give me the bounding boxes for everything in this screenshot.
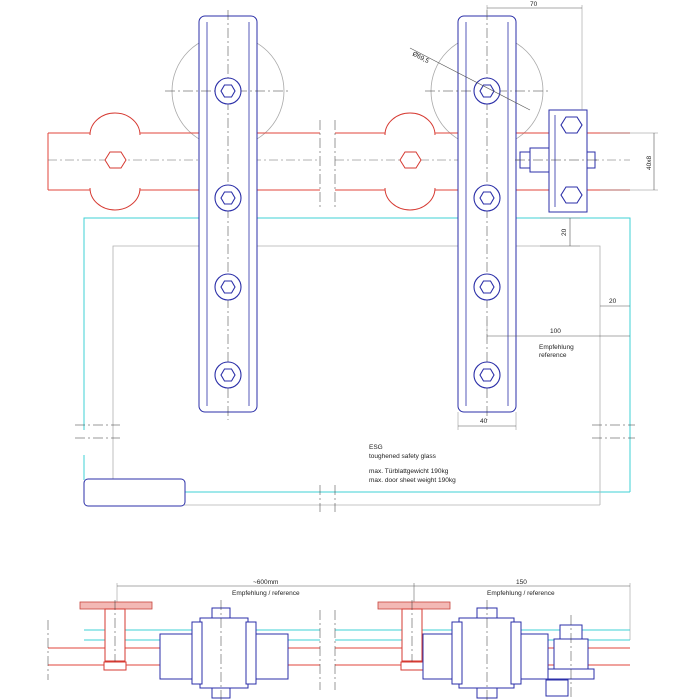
dimension-20-horizontal: 20 (600, 298, 630, 307)
right-hanger-bolt-icon (473, 273, 501, 301)
dimension-diameter-label: Ø69,5 (411, 51, 430, 66)
dimension-100: 100 Empfehlung reference (486, 320, 630, 359)
glass-subtitle: toughened safety glass (369, 453, 437, 460)
plan-view: ~600mm Empfehlung / reference 150 Empfeh… (47, 579, 631, 700)
weight-de: max. Türblattgewicht 190kg (369, 468, 449, 475)
dimension-100-label: 100 (550, 328, 561, 335)
dimension-70-label: 70 (530, 1, 538, 8)
left-hanger-strap (165, 10, 290, 420)
front-view: 70 Ø69,5 40x8 20 20 100 Empfehlung (47, 1, 658, 512)
dimension-20-horizontal-label: 20 (609, 298, 617, 305)
right-stopper (384, 112, 436, 211)
left-hanger-bolt-icon (214, 77, 242, 105)
dimension-40x8-label: 40x8 (646, 156, 653, 170)
plan-right-carriage (422, 600, 549, 700)
dimension-70: 70 (486, 1, 583, 110)
left-hanger-bolt-icon (214, 184, 242, 212)
wall-bracket-bottom-hex-icon (560, 186, 583, 204)
plan-wall-bracket (545, 615, 595, 700)
dimension-40: 40 (457, 412, 517, 430)
dimension-150-label: 150 (516, 579, 527, 586)
recommendation-de-label: Empfehlung (539, 344, 574, 351)
right-hanger-bolt-icon (473, 77, 501, 105)
glass-notes: ESG toughened safety glass max. Türblatt… (369, 444, 456, 484)
glass-title: ESG (369, 444, 383, 451)
left-hanger-bolt-icon (214, 273, 242, 301)
recommendation-en-label: reference (539, 352, 567, 359)
dimension-150-recommendation: Empfehlung / reference (487, 590, 555, 597)
dimension-40-label: 40 (480, 418, 488, 425)
dimension-20-vertical-label: 20 (561, 228, 568, 236)
left-stopper (89, 112, 141, 211)
dimension-40x8: 40x8 (600, 132, 658, 191)
right-hanger-strap (425, 10, 550, 420)
floor-guide (83, 478, 186, 507)
left-stopper-hex-nut-icon (104, 151, 127, 169)
dimension-600-recommendation: Empfehlung / reference (232, 590, 300, 597)
plan-left-stopper (79, 600, 153, 672)
dimension-20-vertical: 20 (540, 217, 580, 247)
left-hanger-bolt-icon (214, 361, 242, 389)
right-hanger-bolt-icon (473, 361, 501, 389)
dimension-600: ~600mm Empfehlung / reference (116, 579, 415, 612)
right-hanger-bolt-icon (473, 184, 501, 212)
right-stopper-hex-nut-icon (399, 151, 422, 169)
wall-bracket-top-hex-icon (560, 116, 583, 134)
weight-en: max. door sheet weight 190kg (369, 477, 456, 484)
glass-door-panel (75, 217, 635, 512)
plan-left-carriage (159, 600, 289, 700)
dimension-600-label: ~600mm (253, 579, 278, 586)
dimension-150: 150 Empfehlung / reference (413, 579, 631, 640)
wall-bracket (515, 109, 600, 213)
